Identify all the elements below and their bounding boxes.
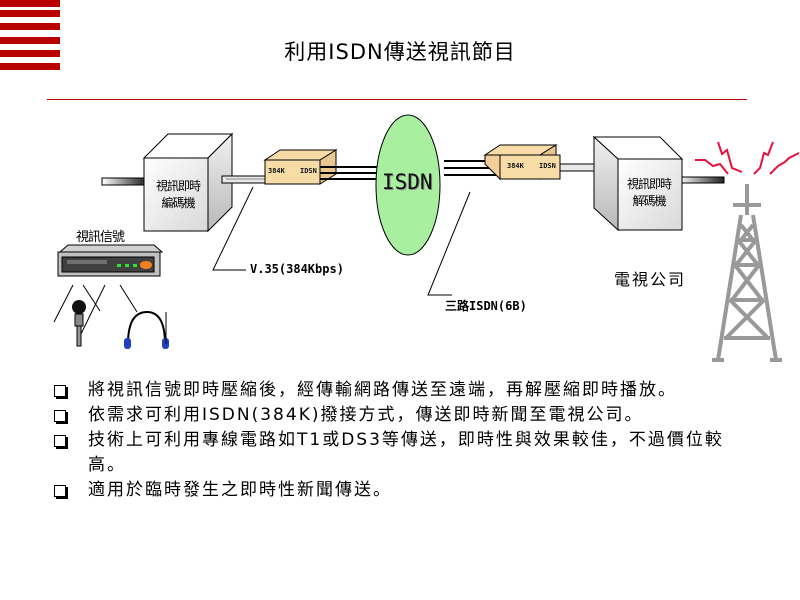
title-divider bbox=[47, 99, 747, 100]
bullet-item: 技術上可利用專線電路如T1或DS3等傳送，即時性與效果較佳，不過價位較高。 bbox=[50, 428, 750, 478]
right-modem-icon bbox=[483, 144, 561, 181]
right-modem-label-a: 384K bbox=[507, 162, 524, 170]
bullet-item: 適用於臨時發生之即時性新聞傳送。 bbox=[50, 478, 750, 503]
isdn-lines-left bbox=[320, 166, 382, 180]
v35-label: V.35(384Kbps) bbox=[250, 262, 344, 276]
tower-cable bbox=[681, 176, 725, 184]
input-cable bbox=[101, 177, 147, 186]
encoder-box-icon bbox=[142, 132, 234, 233]
microphone-icon bbox=[72, 300, 86, 347]
bullet-list: 將視訊信號即時壓縮後，經傳輸網路傳送至遠端，再解壓縮即時播放。 依需求可利用IS… bbox=[50, 378, 750, 503]
bullet-item: 將視訊信號即時壓縮後，經傳輸網路傳送至遠端，再解壓縮即時播放。 bbox=[50, 378, 750, 403]
left-modem-label-a: 384K bbox=[268, 167, 285, 175]
bullet-text: 技術上可利用專線電路如T1或DS3等傳送，即時性與效果較佳，不過價位較高。 bbox=[88, 430, 724, 475]
network-label: ISDN bbox=[382, 170, 433, 194]
decoder-label: 視訊即時 解碼機 bbox=[616, 176, 682, 210]
left-modem-label-b: IDSN bbox=[300, 167, 317, 175]
diagram-graphics bbox=[53, 114, 800, 362]
bullet-item: 依需求可利用ISDN(384K)撥接方式，傳送即時新聞至電視公司。 bbox=[50, 403, 750, 428]
stripe bbox=[0, 63, 60, 70]
stripe bbox=[0, 23, 60, 30]
encoder-label-line1: 視訊即時 bbox=[155, 179, 201, 193]
bullet-text: 將視訊信號即時壓縮後，經傳輸網路傳送至遠端，再解壓縮即時播放。 bbox=[88, 380, 677, 400]
decoder-label-line1: 視訊即時 bbox=[626, 177, 672, 191]
broadcast-signal-icon bbox=[695, 141, 800, 175]
checkbox-bullet-icon bbox=[54, 485, 66, 497]
tv-company-label: 電視公司 bbox=[614, 270, 687, 289]
video-source-device-icon bbox=[57, 244, 164, 277]
video-signal-label: 視訊信號 bbox=[76, 230, 125, 245]
decoder-label-line2: 解碼機 bbox=[632, 194, 666, 208]
bullet-text: 適用於臨時發生之即時性新聞傳送。 bbox=[88, 480, 392, 500]
checkbox-bullet-icon bbox=[54, 435, 66, 447]
stripe bbox=[0, 50, 60, 57]
stripe bbox=[0, 0, 60, 7]
checkbox-bullet-icon bbox=[54, 385, 66, 397]
decoder-box-icon bbox=[592, 135, 684, 232]
right-modem-label-b: IDSN bbox=[539, 162, 556, 170]
encoder-label-line2: 編碼機 bbox=[161, 196, 195, 210]
broadcast-tower-icon bbox=[712, 184, 782, 362]
stripe bbox=[0, 37, 60, 44]
isdn-network-icon bbox=[375, 114, 441, 256]
isdn-lines-label: 三路ISDN(6B) bbox=[445, 299, 527, 313]
bullet-text: 依需求可利用ISDN(384K)撥接方式，傳送即時新聞至電視公司。 bbox=[88, 405, 644, 425]
encoder-label: 視訊即時 編碼機 bbox=[146, 178, 210, 212]
isdn-diagram: 視訊即時 編碼機 視訊即時 解碼機 ISDN 384K IDSN 384K ID… bbox=[0, 100, 800, 380]
stripe bbox=[0, 10, 60, 17]
slide-title: 利用ISDN傳送視訊節目 bbox=[284, 40, 516, 64]
checkbox-bullet-icon bbox=[54, 410, 66, 422]
v35-cable bbox=[221, 175, 268, 184]
label-leaders bbox=[53, 186, 471, 341]
left-modem-icon bbox=[263, 149, 338, 185]
headphones-icon bbox=[124, 310, 169, 349]
